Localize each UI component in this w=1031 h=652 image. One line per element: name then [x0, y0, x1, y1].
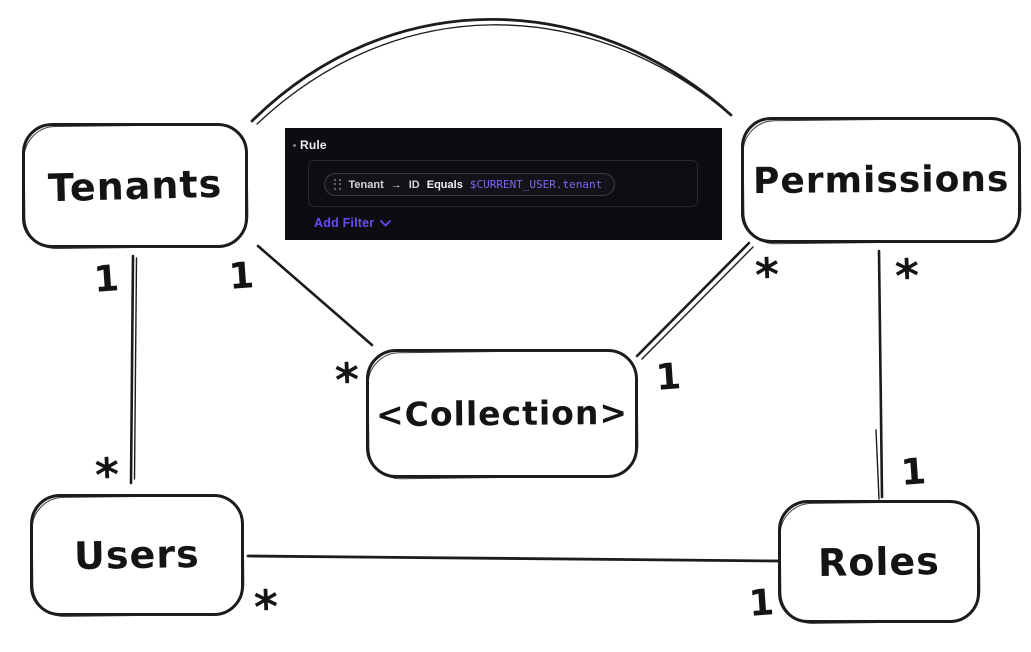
- entity-collection: <Collection>: [366, 349, 638, 478]
- entity-permissions-label: Permissions: [752, 158, 1010, 202]
- entity-users-label: Users: [73, 531, 201, 579]
- entity-roles: Roles: [778, 500, 980, 623]
- cardinality-tenants-collection-collection-side: *: [334, 352, 360, 408]
- filter-subfield[interactable]: ID: [408, 178, 420, 191]
- required-dot-icon: [293, 143, 296, 147]
- entity-permissions: Permissions: [741, 117, 1021, 243]
- cardinality-collection-permissions-collection-side: 1: [654, 356, 683, 399]
- line-tenants-collection: [256, 244, 374, 347]
- filter-group-box: Tenant → ID Equals $CURRENT_USER.tenant: [308, 160, 698, 207]
- filter-value[interactable]: $CURRENT_USER.tenant: [469, 178, 603, 191]
- entity-tenants-label: Tenants: [47, 161, 223, 210]
- line-tenants-permissions: [250, 18, 733, 123]
- line-permissions-roles-sketch: [875, 429, 880, 500]
- rule-panel: Rule Tenant → ID Equals $CURRENT_USER.te…: [285, 128, 722, 240]
- line-tenants-permissions-sketch: [256, 24, 727, 125]
- filter-rule-pill[interactable]: Tenant → ID Equals $CURRENT_USER.tenant: [324, 173, 616, 196]
- chevron-down-icon: [380, 219, 392, 226]
- cardinality-tenants-users-tenants-side: 1: [92, 258, 121, 301]
- add-filter-label[interactable]: Add Filter: [314, 216, 375, 230]
- line-tenants-users-sketch: [133, 257, 138, 480]
- rule-title: Rule: [300, 138, 327, 152]
- line-collection-permissions-sketch: [641, 246, 754, 360]
- entity-collection-label: <Collection>: [375, 392, 629, 435]
- line-tenants-users: [129, 254, 135, 485]
- cardinality-permissions-roles-permissions-side: *: [894, 248, 920, 304]
- filter-operator[interactable]: Equals: [426, 178, 463, 191]
- cardinality-permissions-roles-roles-side: 1: [899, 451, 928, 494]
- cardinality-tenants-collection-tenants-side: 1: [227, 255, 256, 298]
- cardinality-collection-permissions-permissions-side: *: [754, 247, 780, 303]
- line-users-roles: [246, 554, 781, 563]
- line-collection-permissions: [635, 241, 751, 358]
- add-filter-button[interactable]: Add Filter: [314, 216, 392, 230]
- cardinality-users-roles-roles-side: 1: [747, 582, 776, 625]
- filter-field[interactable]: Tenant: [348, 178, 384, 191]
- line-permissions-roles: [877, 249, 884, 499]
- rule-header: Rule: [293, 138, 327, 152]
- cardinality-tenants-users-users-side: *: [94, 447, 120, 503]
- entity-tenants: Tenants: [22, 123, 248, 248]
- cardinality-users-roles-users-side: *: [253, 579, 279, 635]
- drag-handle-icon[interactable]: [334, 178, 342, 191]
- relation-arrow-icon: →: [390, 178, 402, 191]
- entity-roles-label: Roles: [817, 538, 941, 585]
- entity-users: Users: [30, 494, 244, 616]
